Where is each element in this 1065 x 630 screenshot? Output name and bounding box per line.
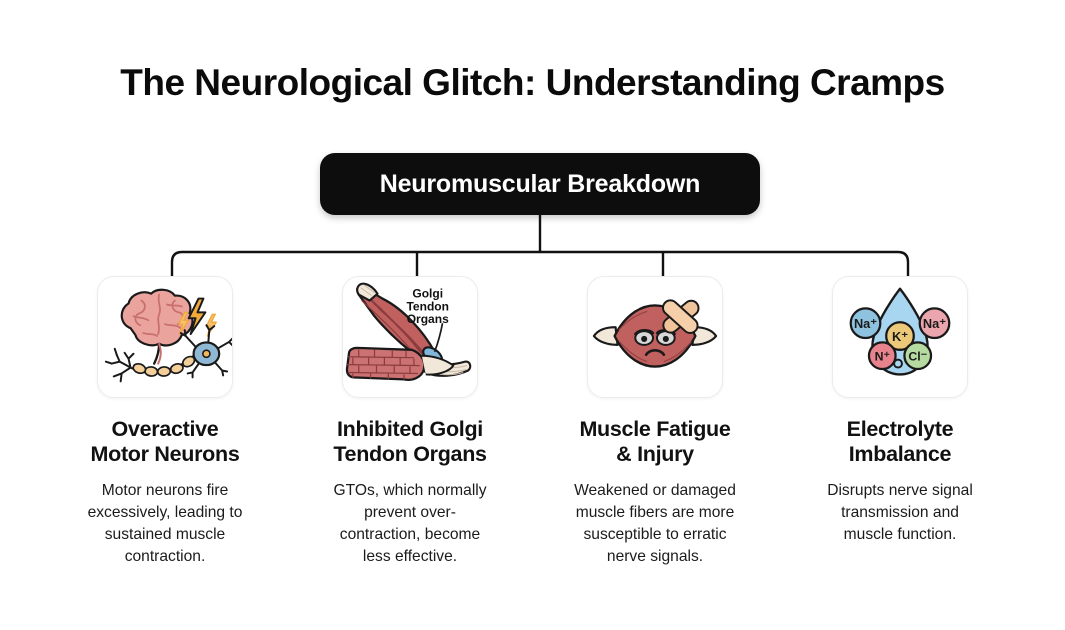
- branch-card-4[interactable]: Na⁺ Na⁺ K⁺ N⁺: [832, 276, 968, 398]
- connector-lines: [170, 215, 910, 276]
- golgi-label-line3: Organs: [407, 312, 449, 326]
- golgi-tendon-organ-icon: Golgi Tendon Organs: [345, 282, 472, 381]
- branch-column-2: Golgi Tendon Organs Inhibited Golgi Tend…: [288, 276, 533, 568]
- branch-desc-2: GTOs, which normally prevent over- contr…: [333, 481, 487, 566]
- injured-muscle-icon: [592, 299, 718, 368]
- root-node: Neuromuscular Breakdown: [320, 153, 760, 215]
- svg-text:N⁺: N⁺: [875, 350, 890, 364]
- ion-cl: Cl⁻: [903, 341, 933, 371]
- branch-card-3[interactable]: [587, 276, 723, 398]
- svg-text:Na⁺: Na⁺: [854, 316, 877, 331]
- branch-desc-3: Weakened or damaged muscle fibers are mo…: [574, 481, 736, 566]
- branch-column-4: Na⁺ Na⁺ K⁺ N⁺: [778, 276, 1023, 568]
- branch-column-3: Muscle Fatigue & Injury Weakened or dama…: [533, 276, 778, 568]
- branch-desc-4: Disrupts nerve signal transmission and m…: [827, 481, 973, 543]
- branch-title-4: Electrolyte Imbalance: [846, 417, 954, 467]
- golgi-label-line2: Tendon: [406, 299, 449, 313]
- muscle-face: [634, 329, 676, 357]
- root-node-label: Neuromuscular Breakdown: [379, 169, 701, 198]
- svg-text:K⁺: K⁺: [892, 329, 908, 344]
- branch-desc-1: Motor neurons fire excessively, leading …: [87, 481, 243, 566]
- svg-text:Na⁺: Na⁺: [923, 316, 946, 331]
- branch-column-1: Overactive Motor Neurons Motor neurons f…: [43, 276, 288, 568]
- ion-na-left: Na⁺: [849, 307, 882, 340]
- bandage-icon-2: [662, 299, 699, 334]
- branch-title-3: Muscle Fatigue & Injury: [579, 417, 731, 467]
- branch-title-1: Overactive Motor Neurons: [90, 417, 240, 467]
- branch-card-2[interactable]: Golgi Tendon Organs: [342, 276, 478, 398]
- ion-k: K⁺: [885, 321, 915, 351]
- branch-columns: Overactive Motor Neurons Motor neurons f…: [0, 276, 1065, 568]
- page-title: The Neurological Glitch: Understanding C…: [120, 62, 945, 103]
- golgi-label-line1: Golgi: [412, 287, 443, 301]
- svg-text:Cl⁻: Cl⁻: [908, 350, 927, 364]
- brain-neuron-icon: [104, 288, 232, 383]
- electrolyte-droplet-icon: Na⁺ Na⁺ K⁺ N⁺: [849, 287, 951, 376]
- branch-card-1[interactable]: [97, 276, 233, 398]
- ion-na-right: Na⁺: [918, 307, 951, 340]
- ion-n: N⁺: [867, 341, 897, 371]
- branch-title-2: Inhibited Golgi Tendon Organs: [333, 417, 487, 467]
